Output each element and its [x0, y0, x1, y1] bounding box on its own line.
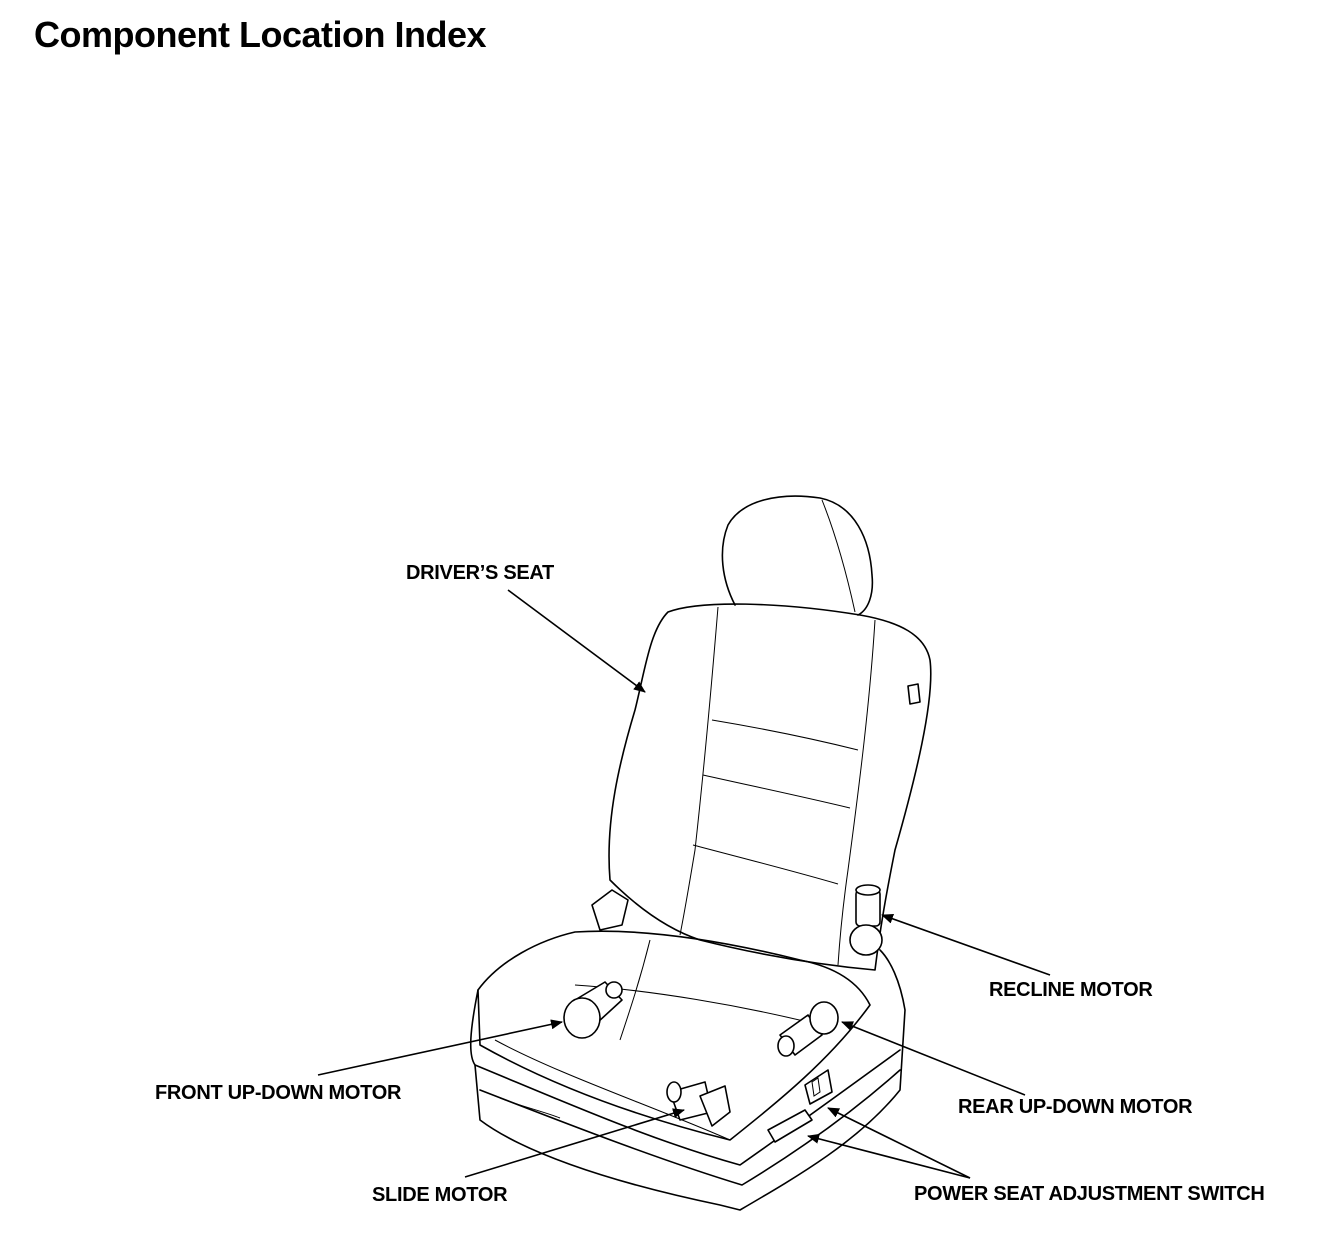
- label-power-seat-adjustment-switch: POWER SEAT ADJUSTMENT SWITCH: [914, 1183, 1265, 1205]
- rear-up-down-motor-shape: [777, 1001, 839, 1057]
- recline-motor-shape: [849, 884, 883, 956]
- seat-cushion: [469, 930, 906, 1211]
- label-recline-motor: RECLINE MOTOR: [989, 979, 1153, 1001]
- leader-recline-motor: [881, 913, 1051, 976]
- leader-rear-up-down-motor: [841, 1021, 1026, 1096]
- leader-switch-lower: [807, 1133, 971, 1179]
- label-front-up-down-motor: FRONT UP-DOWN MOTOR: [155, 1082, 402, 1104]
- slide-motor-shape: [666, 1081, 731, 1127]
- side-lever: [591, 889, 629, 931]
- headrest: [721, 495, 874, 616]
- power-seat-switch-shape: [767, 1069, 833, 1143]
- front-up-down-motor-shape: [563, 981, 623, 1039]
- label-drivers-seat: DRIVER’S SEAT: [406, 562, 554, 584]
- label-slide-motor: SLIDE MOTOR: [372, 1184, 508, 1206]
- leader-slide-motor: [464, 1108, 685, 1178]
- leader-front-up-down-motor: [317, 1019, 563, 1076]
- leader-switch-upper: [827, 1107, 971, 1179]
- seat-back: [608, 603, 932, 971]
- label-rear-up-down-motor: REAR UP-DOWN MOTOR: [958, 1096, 1193, 1118]
- leader-drivers-seat: [507, 589, 646, 693]
- page-title: Component Location Index: [34, 14, 487, 55]
